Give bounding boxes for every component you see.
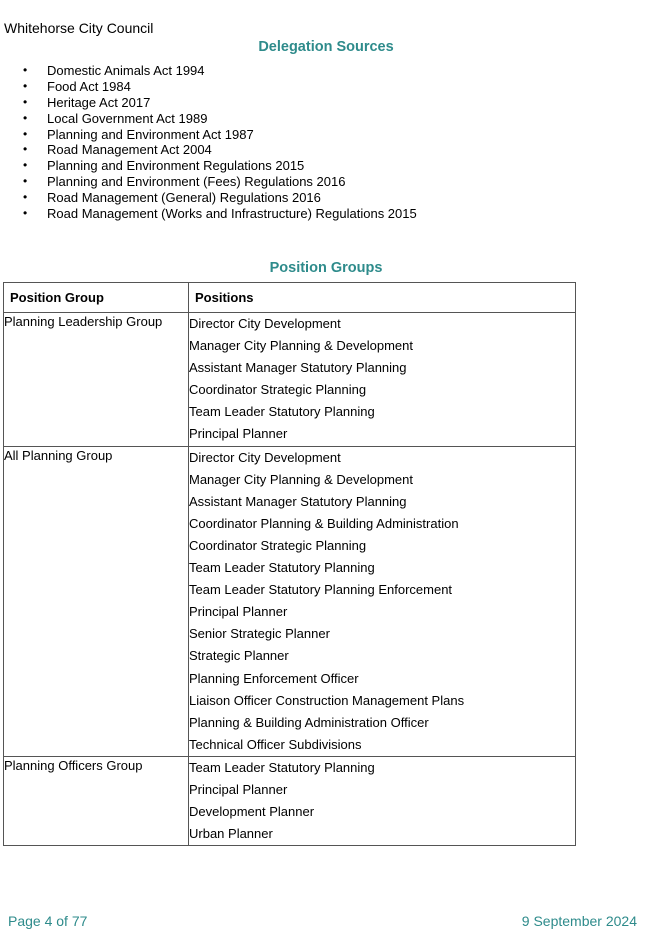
column-header-positions: Positions — [188, 282, 576, 313]
list-item-text: Planning and Environment Regulations 201… — [47, 158, 305, 174]
position-groups-title: Position Groups — [269, 260, 383, 276]
position-item: Team Leader Statutory Planning — [189, 404, 375, 420]
position-item: Senior Strategic Planner — [189, 626, 330, 642]
position-item: Coordinator Planning & Building Administ… — [189, 515, 459, 531]
list-item: • Road Management Act 2004 — [22, 142, 417, 158]
delegation-sources-list: • Domestic Animals Act 1994 • Food Act 1984… — [22, 63, 417, 222]
position-item: Assistant Manager Statutory Planning — [189, 360, 407, 376]
list-item: • Road Management (General) Regulations 2… — [22, 190, 417, 206]
list-item-text: Planning and Environment Act 1987 — [47, 126, 254, 142]
position-group-cell: Planning Leadership Group — [3, 312, 189, 447]
bullet-icon: • — [23, 190, 28, 205]
position-item: Principal Planner — [189, 781, 288, 797]
bullet-icon: • — [23, 110, 28, 125]
bullet-icon: • — [23, 63, 28, 77]
list-item-text: Food Act 1984 — [47, 78, 131, 94]
position-item: Development Planner — [189, 804, 315, 820]
list-item: • Local Government Act 1989 — [22, 111, 417, 127]
position-item: Urban Planner — [189, 826, 273, 842]
position-groups-table: Position Group Positions Planning Leader… — [3, 282, 576, 847]
position-item: Liaison Officer Construction Management … — [189, 692, 465, 708]
position-item: Team Leader Statutory Planning — [189, 560, 375, 576]
table-header-row: Position Group Positions — [3, 282, 576, 313]
list-item: • Road Management (Works and Infrastructu… — [22, 206, 417, 222]
position-item: Principal Planner — [189, 426, 288, 442]
list-item-text: Road Management (General) Regulations 20… — [47, 190, 321, 206]
position-item: Assistant Manager Statutory Planning — [189, 493, 407, 509]
bullet-icon: • — [23, 174, 28, 189]
page-number: Page 4 of 77 — [8, 913, 88, 929]
list-item-text: Planning and Environment (Fees) Regulati… — [47, 174, 346, 190]
position-item: Strategic Planner — [189, 648, 289, 664]
list-item-text: Local Government Act 1989 — [47, 110, 208, 126]
bullet-icon: • — [23, 206, 28, 221]
position-item: Director City Development — [189, 449, 341, 465]
position-group-cell: All Planning Group — [3, 445, 189, 757]
list-item-text: Road Management (Works and Infrastructur… — [47, 206, 417, 222]
organization-name: Whitehorse City Council — [4, 20, 154, 36]
bullet-icon: • — [23, 94, 28, 109]
delegation-sources-title: Delegation Sources — [258, 39, 394, 55]
position-item: Coordinator Strategic Planning — [189, 382, 367, 398]
list-item: • Heritage Act 2017 — [22, 95, 417, 111]
position-item: Manager City Planning & Development — [189, 338, 414, 354]
list-item: • Domestic Animals Act 1994 — [22, 63, 417, 79]
position-item: Principal Planner — [189, 604, 288, 620]
position-item: Planning & Building Administration Offic… — [189, 714, 429, 730]
list-item: • Food Act 1984 — [22, 79, 417, 95]
bullet-icon: • — [23, 126, 28, 141]
list-item-text: Heritage Act 2017 — [47, 94, 151, 110]
position-item: Director City Development — [189, 316, 341, 331]
list-item: • Planning and Environment (Fees) Regulat… — [22, 174, 417, 190]
document-date: 9 September 2024 — [521, 913, 637, 929]
list-item: • Planning and Environment Act 1987 — [22, 127, 417, 143]
bullet-icon: • — [23, 78, 28, 93]
position-item: Manager City Planning & Development — [189, 471, 414, 487]
position-item: Team Leader Statutory Planning Enforceme… — [189, 582, 453, 598]
position-group-cell: Planning Officers Group — [3, 755, 189, 847]
position-item: Planning Enforcement Officer — [189, 670, 359, 686]
list-item-text: Road Management Act 2004 — [47, 142, 212, 158]
column-header-position-group: Position Group — [3, 282, 189, 313]
position-item: Coordinator Strategic Planning — [189, 537, 367, 553]
list-item: • Planning and Environment Regulations 20… — [22, 158, 417, 174]
bullet-icon: • — [23, 158, 28, 173]
position-item: Team Leader Statutory Planning — [189, 759, 375, 775]
bullet-icon: • — [23, 142, 28, 157]
list-item-text: Domestic Animals Act 1994 — [47, 63, 205, 78]
position-item: Technical Officer Subdivisions — [189, 736, 362, 752]
